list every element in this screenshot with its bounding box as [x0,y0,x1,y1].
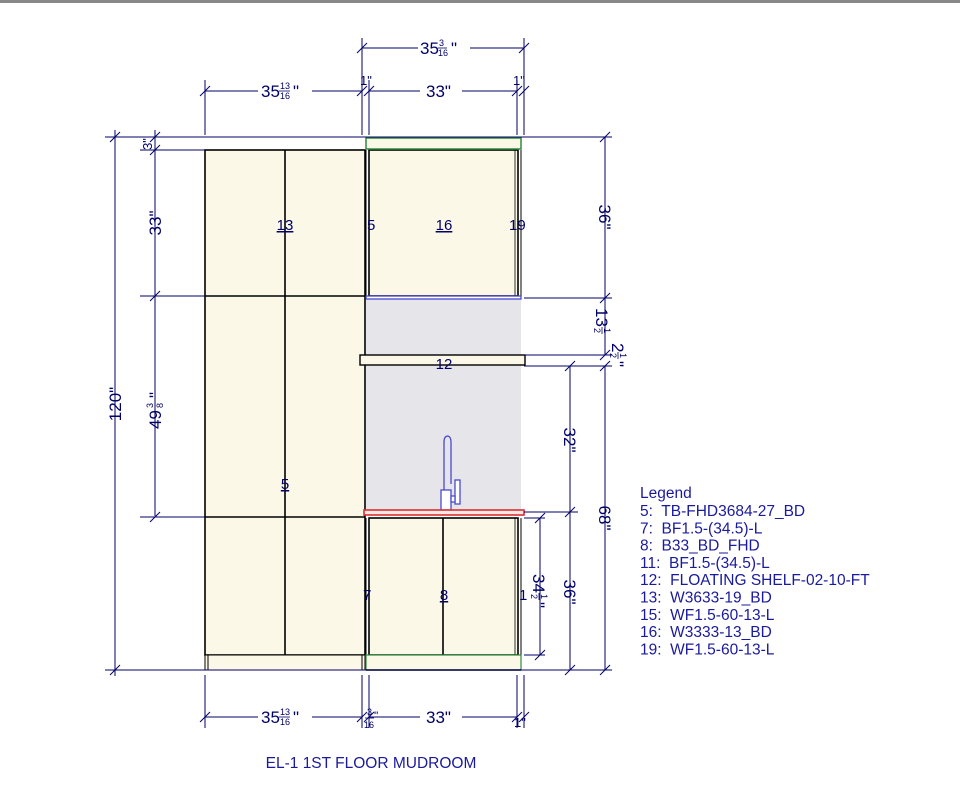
tag-tall-upper: 13 [277,217,294,234]
legend: Legend 5: TB-FHD3684-27_BD7: BF1.5-(34.5… [640,485,870,658]
tag-wall-cab: 16 [436,217,453,234]
svg-text:1: 1 [602,328,612,333]
dim-filler-top-left: 1" [360,73,372,88]
dim-top-gap: 3" [140,138,155,150]
dim-base-height: 36" [560,580,579,605]
dim-filler-bottom-right: 1" [514,715,526,730]
dim-left-width-bottom: 35 13 16 " [261,707,299,727]
svg-text:34: 34 [529,574,548,593]
legend-item: 15: WF1.5-60-13-L [640,607,775,624]
dim-overall-height: 120" [106,387,125,421]
svg-text:16: 16 [438,48,448,58]
svg-text:2: 2 [608,343,627,352]
svg-text:1: 1 [618,353,628,358]
dim-base-box-height: 34 1 2 " [529,574,549,608]
svg-text:3: 3 [439,38,444,48]
svg-text:2: 2 [608,353,618,358]
svg-text:3: 3 [145,403,155,408]
svg-text:16: 16 [280,717,290,727]
cabinets [204,137,526,671]
dim-left-width-top: 35 13 16 " [261,81,299,101]
faucet-icon [440,435,461,511]
legend-item: 13: W3633-19_BD [640,590,772,607]
dimension-lines [105,38,612,728]
legend-title: Legend [640,485,692,502]
wall-cabinet [368,149,519,297]
dim-middle-height: 49 3 8 " [145,392,165,429]
countertop [363,509,525,516]
svg-text:13: 13 [280,81,290,91]
dim-right-width-top: 33" [426,82,451,101]
dim-filler-bottom-left: 3 16 " [364,707,378,730]
top-molding [365,137,522,150]
svg-text:2: 2 [529,594,539,599]
svg-text:": " [146,392,165,398]
svg-text:1: 1 [539,594,549,599]
tag-tall-main: 5 [281,476,289,493]
svg-text:16: 16 [280,91,290,101]
tag-filler-base-right: 1 [519,587,527,604]
dim-backsplash-upper: 13 1 2 [592,308,612,334]
legend-item: 8: B33_BD_FHD [640,538,760,555]
svg-text:": " [608,361,627,367]
dim-filler-top-right: 1" [513,73,525,88]
legend-item: 19: WF1.5-60-13-L [640,641,775,658]
legend-item: 5: TB-FHD3684-27_BD [640,503,805,520]
dim-right-width-bottom: 33" [426,708,451,727]
tall-cabinet-toe-kick [204,654,366,671]
tag-base-cab: 8 [440,587,448,604]
svg-text:35: 35 [261,708,280,727]
svg-text:3: 3 [367,707,372,717]
svg-text:": " [374,709,378,723]
svg-text:49: 49 [146,410,165,429]
dim-wall-cab-height: 36" [595,205,614,230]
svg-text:": " [529,602,548,608]
dim-upper-height: 33" [146,211,165,236]
tag-filler-base-left: 7 [363,587,371,604]
legend-item: 12: FLOATING SHELF-02-10-FT [640,572,870,589]
tag-filler-upper-right: 19 [509,217,526,234]
dim-shelf-thickness: 2 1 2 " [608,343,628,367]
svg-text:2: 2 [592,328,602,333]
svg-text:": " [293,82,299,101]
tag-shelf: 12 [436,356,453,373]
dim-base-height-total: 68" [595,506,614,531]
tag-filler-upper-left: 5 [367,217,375,234]
svg-text:35: 35 [420,39,439,58]
floating-shelf [359,354,526,366]
legend-item: 7: BF1.5-(34.5)-L [640,520,763,537]
svg-text:35: 35 [261,82,280,101]
drawing-title: EL-1 1ST FLOOR MUDROOM [266,755,477,772]
dim-overall-width-top: 35 3 16 " [420,38,457,58]
svg-text:": " [451,39,457,58]
svg-text:13: 13 [592,308,611,327]
svg-text:8: 8 [155,403,165,408]
legend-item: 11: BF1.5-(34.5)-L [640,555,770,572]
dim-counter-gap: 32" [560,428,579,453]
base-toe-kick [365,654,522,671]
svg-text:": " [293,708,299,727]
svg-text:13: 13 [280,707,290,717]
svg-text:16: 16 [364,720,374,730]
legend-item: 16: W3333-13_BD [640,624,772,641]
wall-cabinet-bottom-rail [365,295,522,300]
